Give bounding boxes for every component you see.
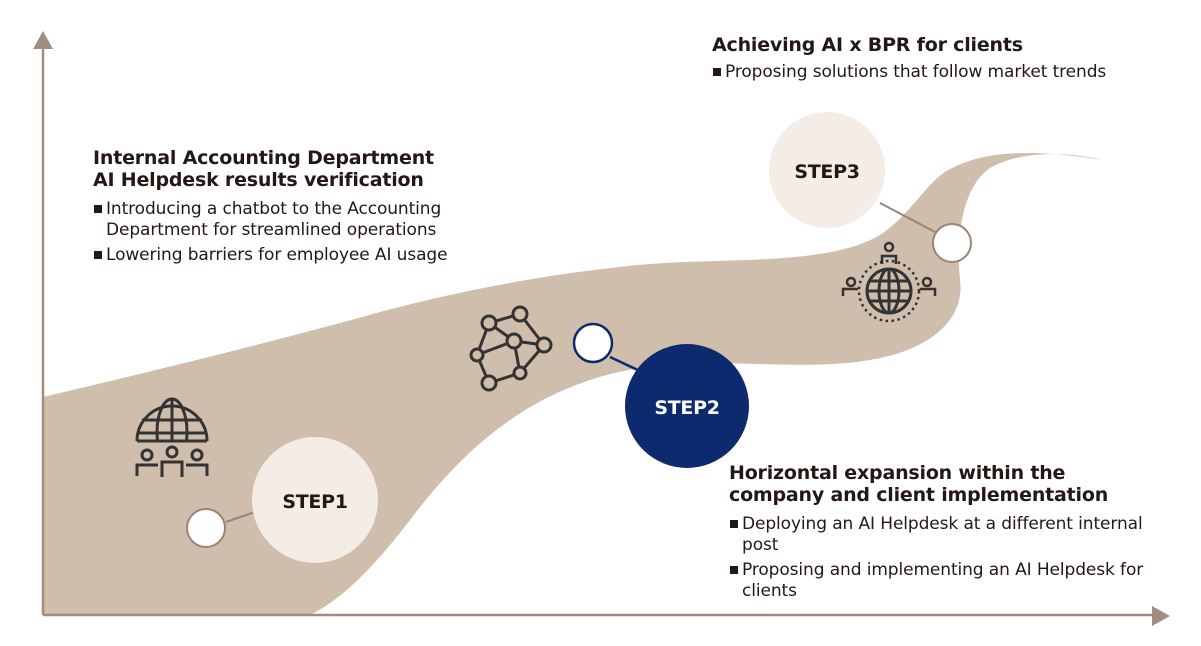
step3-description: Achieving AI x BPR for clients Proposing… bbox=[712, 34, 1182, 88]
step3-circle[interactable] bbox=[769, 112, 885, 228]
step2-bullets: Deploying an AI Helpdesk at a different … bbox=[729, 514, 1147, 601]
step3-heading: Achieving AI x BPR for clients bbox=[712, 34, 1182, 56]
step2-heading-line-1: Horizontal expansion within the bbox=[729, 462, 1066, 484]
step1-heading: Internal Accounting Department AI Helpde… bbox=[93, 147, 513, 191]
step3-connector bbox=[879, 202, 938, 234]
step1-heading-line-2: AI Helpdesk results verification bbox=[93, 169, 424, 191]
globe-with-people-icon bbox=[135, 397, 209, 477]
step1-circle[interactable] bbox=[252, 437, 378, 563]
step3-node[interactable] bbox=[932, 223, 972, 263]
step3-bullet: Proposing solutions that follow market t… bbox=[712, 62, 1182, 83]
step2-label: STEP2 bbox=[654, 397, 719, 419]
step1-description: Internal Accounting Department AI Helpde… bbox=[93, 147, 513, 271]
step2-heading-line-2: company and client implementation bbox=[729, 484, 1109, 506]
step2-bullet: Proposing and implementing an AI Helpdes… bbox=[729, 560, 1147, 601]
step2-description: Horizontal expansion within the company … bbox=[729, 462, 1149, 606]
step1-bullet: Lowering barriers for employee AI usage bbox=[93, 245, 493, 266]
global-network-people-icon bbox=[841, 241, 937, 323]
step2-connector bbox=[609, 355, 643, 374]
step3-bullets: Proposing solutions that follow market t… bbox=[712, 62, 1182, 83]
step3-label: STEP3 bbox=[794, 161, 859, 183]
step2-bullet: Deploying an AI Helpdesk at a different … bbox=[729, 514, 1147, 555]
step2-circle[interactable] bbox=[625, 344, 749, 468]
step3-heading-line-1: Achieving AI x BPR for clients bbox=[712, 34, 1023, 56]
step1-heading-line-1: Internal Accounting Department bbox=[93, 147, 434, 169]
step1-label: STEP1 bbox=[282, 491, 347, 513]
x-axis-arrow-icon bbox=[1152, 606, 1170, 626]
step1-bullet: Introducing a chatbot to the Accounting … bbox=[93, 199, 493, 240]
network-nodes-icon bbox=[469, 305, 553, 392]
step1-node[interactable] bbox=[186, 508, 226, 548]
y-axis-arrow-icon bbox=[33, 31, 53, 49]
step2-node[interactable] bbox=[572, 322, 614, 364]
step1-connector bbox=[225, 511, 256, 523]
step1-bullets: Introducing a chatbot to the Accounting … bbox=[93, 199, 493, 266]
step2-heading: Horizontal expansion within the company … bbox=[729, 462, 1149, 506]
